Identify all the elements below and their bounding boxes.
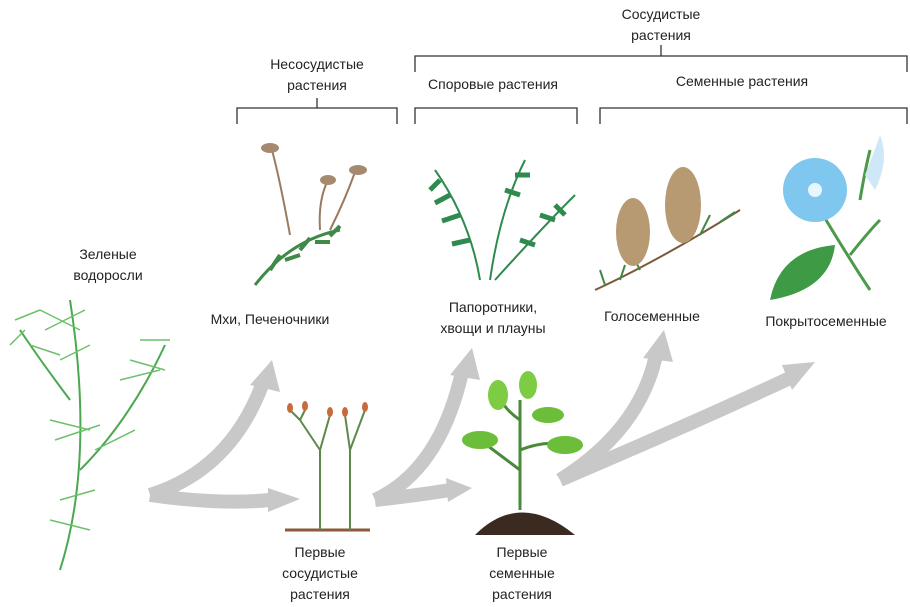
arrowhead	[268, 488, 300, 512]
arrows	[147, 353, 793, 509]
moss-illustration	[253, 143, 367, 286]
first-seed-illustration	[462, 371, 583, 535]
algae-illustration	[9, 299, 170, 571]
label-line: растения	[492, 586, 552, 602]
arrow-algae-to-mosses	[147, 382, 269, 502]
arrow-vascular-to-seed	[374, 483, 452, 507]
fern-illustration	[428, 159, 576, 281]
arrow-algae-to-first-vascular	[149, 488, 271, 509]
arrowhead	[782, 362, 815, 390]
label-line: семенные	[489, 565, 555, 581]
label-ferns: Папоротники, хвощи и плауны	[440, 297, 545, 339]
arrowhead	[250, 360, 280, 392]
arrowhead	[450, 348, 480, 380]
gymnosperm-illustration	[594, 167, 741, 291]
label-mosses: Мхи, Печеночники	[210, 311, 330, 327]
label-line: Несосудистые	[270, 56, 364, 72]
brackets	[236, 45, 908, 124]
label-line: Зеленые	[79, 246, 137, 262]
label-line: Папоротники,	[448, 299, 538, 315]
first-vascular-illustration	[285, 401, 370, 532]
label-line: сосудистые	[282, 565, 358, 581]
label-line: хвощи и плауны	[440, 320, 546, 336]
label-line: Первые	[496, 544, 548, 560]
label-angiosperms: Покрытосеменные	[765, 313, 887, 329]
label-line: Первые	[294, 544, 346, 560]
label-line: растения	[287, 77, 347, 93]
label-seed: Семенные растения	[675, 73, 809, 89]
label-gymnosperms: Голосеменные	[604, 308, 700, 324]
label-first-vascular: Первые сосудистые растения	[282, 542, 358, 605]
label-vascular: Сосудистые растения	[622, 4, 701, 46]
label-spore: Споровые растения	[428, 76, 558, 92]
arrowhead	[446, 478, 472, 502]
bracket-nonvascular	[236, 98, 398, 124]
label-line: водоросли	[73, 267, 143, 283]
label-first-seed: Первые семенные растения	[489, 542, 555, 605]
label-line: Сосудистые	[621, 6, 701, 22]
label-line: растения	[290, 586, 350, 602]
bracket-vascular	[414, 45, 908, 72]
bracket-spore	[414, 107, 578, 124]
label-line: растения	[631, 27, 691, 43]
bracket-seed	[599, 107, 908, 124]
arrow-seed-to-angiosperms	[557, 371, 793, 487]
arrowhead	[643, 330, 673, 362]
arrowheads	[250, 330, 815, 512]
label-nonvascular: Несосудистые растения	[270, 54, 364, 96]
label-algae: Зеленые водоросли	[73, 244, 142, 286]
angiosperm-illustration	[770, 135, 884, 300]
